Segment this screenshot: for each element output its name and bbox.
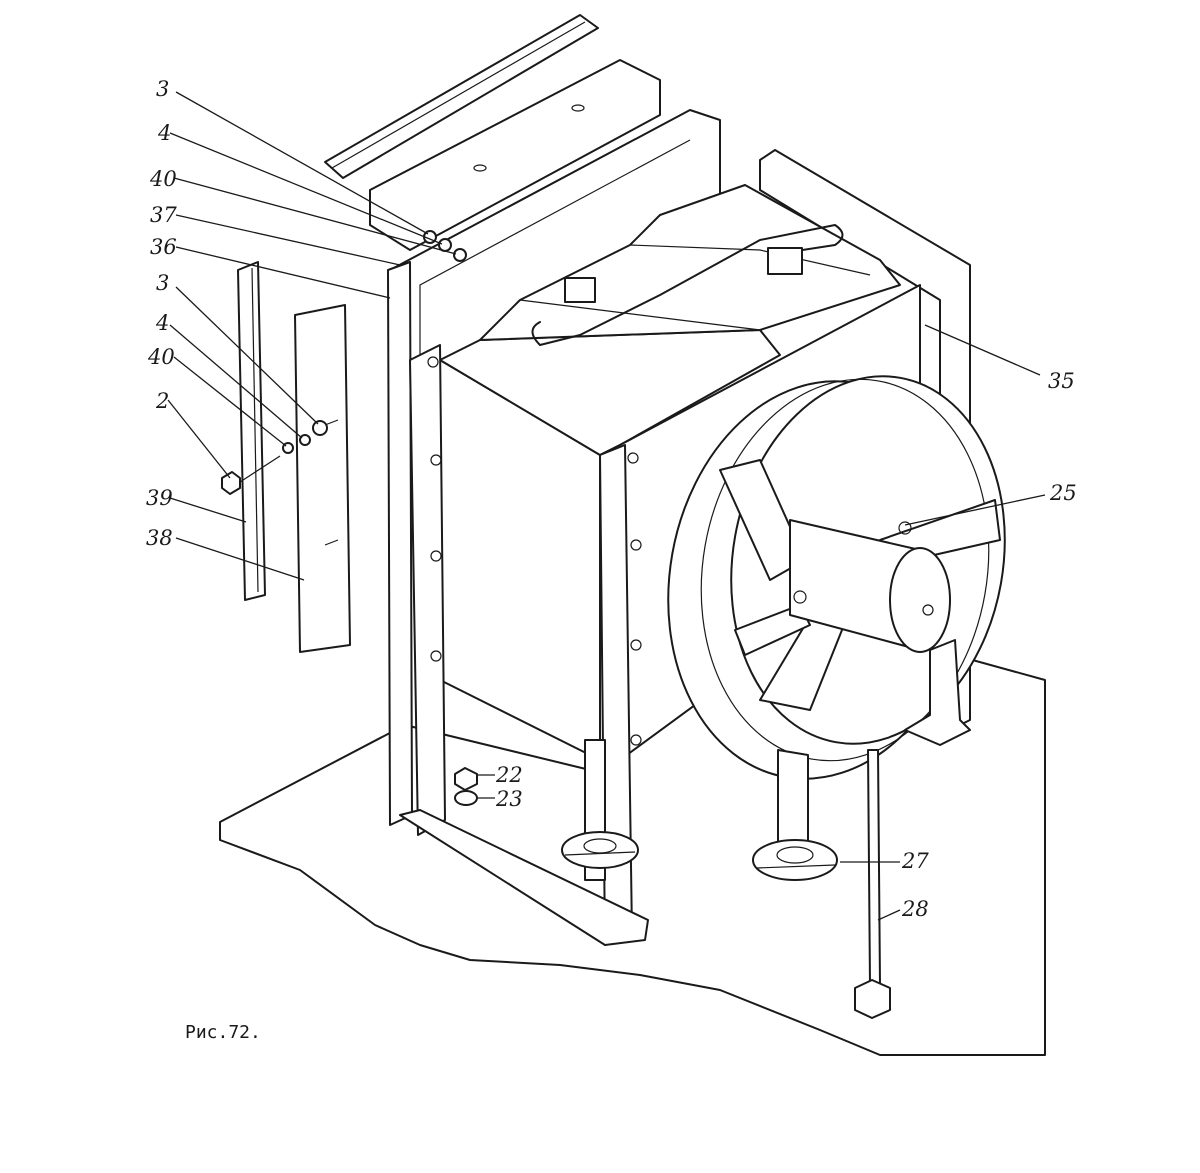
callout-40-top: 40 (149, 167, 177, 191)
figure-caption: Рис.72. (185, 1022, 261, 1043)
callout-28: 28 (901, 897, 929, 921)
callout-4-top: 4 (157, 121, 171, 145)
leader-lines (167, 91, 1046, 921)
side-cover-plate (294, 304, 351, 653)
left-frame-post (387, 261, 446, 836)
callout-25: 25 (1049, 481, 1077, 505)
callout-22: 22 (495, 763, 523, 787)
tie-rod (854, 749, 891, 1019)
clamp-ring-right (752, 839, 838, 881)
callout-3-side: 3 (156, 271, 169, 295)
side-lock-washer (299, 434, 311, 446)
callout-23: 23 (495, 787, 523, 811)
foot-nut (454, 767, 478, 791)
top-lock-washer (438, 238, 452, 252)
callout-3-top: 3 (156, 77, 169, 101)
callout-38: 38 (146, 526, 173, 550)
top-rail (324, 14, 599, 179)
base-foot (399, 809, 649, 946)
side-gasket-strip (237, 261, 266, 601)
fan-bracket (904, 639, 971, 746)
callout-39: 39 (146, 486, 173, 510)
foot-washer (454, 790, 478, 806)
side-bolt (221, 455, 281, 495)
callout-27: 27 (901, 849, 929, 873)
callout-40-side: 40 (147, 345, 175, 369)
top-washer (453, 248, 467, 262)
callout-35: 35 (1048, 369, 1075, 393)
callout-2: 2 (155, 389, 169, 413)
side-nut (312, 420, 328, 436)
callout-36: 36 (150, 235, 177, 259)
fan-motor (789, 519, 951, 653)
connecting-pipe (531, 224, 844, 346)
callout-37: 37 (150, 203, 177, 227)
callout-4-side: 4 (155, 311, 169, 335)
clamp-ring-left (561, 831, 639, 869)
